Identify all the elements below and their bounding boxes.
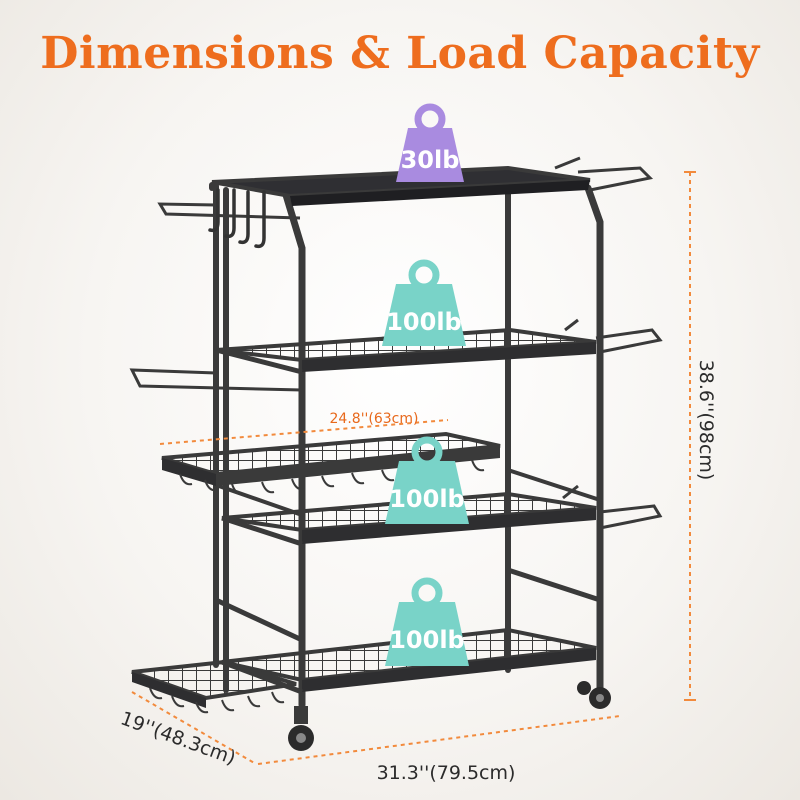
weight-icon-upper: 100lb [382, 259, 466, 346]
weight-icon-middle: 100lb [385, 436, 469, 524]
page-title: Dimensions & Load Capacity [40, 28, 760, 79]
weight-label-upper: 100lb [386, 308, 462, 336]
weight-label-middle: 100lb [389, 485, 465, 513]
side-tray [131, 659, 297, 714]
weight-label-top: 30lb [401, 146, 460, 174]
wheels [288, 681, 611, 751]
weight-icon-bottom: 100lb [385, 577, 469, 666]
depth-dimension: 19''(48.3cm) [118, 707, 239, 769]
hooks [208, 188, 266, 249]
weight-icon-top: 30lb [396, 103, 464, 182]
width-dimension: 31.3''(79.5cm) [377, 762, 516, 784]
height-dimension: 38.6''(98cm) [695, 360, 717, 481]
rack-frame [209, 179, 604, 709]
tray-dimension: 24.8''(63cm) [330, 411, 419, 427]
weight-label-bottom: 100lb [389, 626, 465, 654]
dimension-lines [131, 171, 696, 765]
